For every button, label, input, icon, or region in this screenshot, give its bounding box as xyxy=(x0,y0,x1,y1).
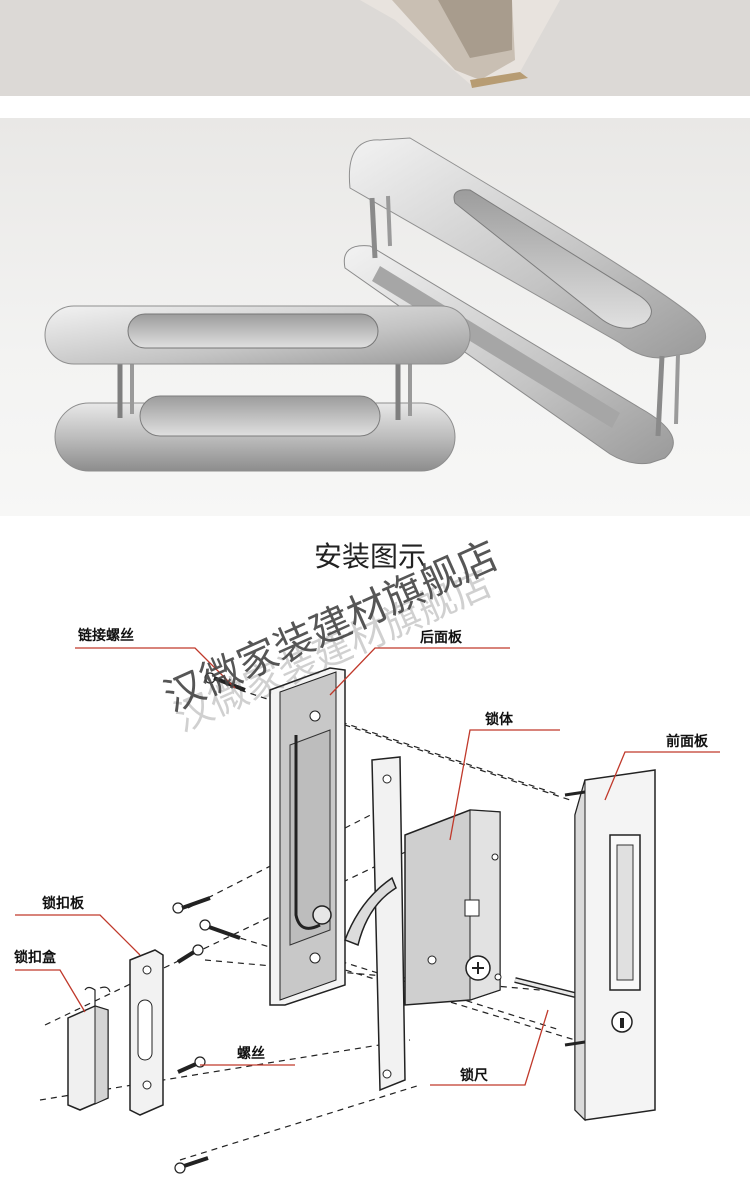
screw-icon xyxy=(172,896,211,914)
screw-icon xyxy=(199,919,241,940)
label-screw: 螺丝 xyxy=(237,1045,265,1062)
strike-plate xyxy=(129,949,164,1116)
label-lock-body: 锁体 xyxy=(485,711,514,728)
label-spindle: 锁尺 xyxy=(460,1067,488,1084)
screw-icon xyxy=(176,944,204,964)
label-rear-panel: 后面板 xyxy=(420,629,463,646)
strike-box xyxy=(67,986,111,1111)
link-screw-icon xyxy=(204,672,246,692)
handle-left xyxy=(44,305,471,472)
diagram-title: 安装图示 xyxy=(314,540,426,573)
rear-panel xyxy=(269,667,346,1006)
product-photo-handles xyxy=(0,118,750,516)
leader-lines xyxy=(15,647,720,1086)
lock-body xyxy=(344,756,576,1092)
label-link-screw: 链接螺丝 xyxy=(78,627,134,644)
screw-icon xyxy=(174,1156,209,1174)
label-front-panel: 前面板 xyxy=(666,733,709,750)
label-strike-box: 锁扣盒 xyxy=(14,949,57,966)
front-panel xyxy=(564,769,656,1122)
product-photo-top xyxy=(0,0,750,96)
screws xyxy=(172,672,246,1174)
label-strike-plate: 锁扣板 xyxy=(42,895,85,912)
